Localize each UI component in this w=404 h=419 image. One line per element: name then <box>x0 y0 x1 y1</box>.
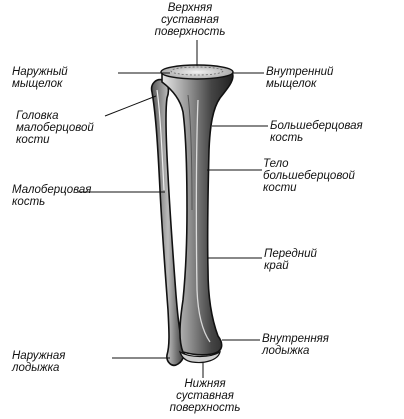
label-fibula: Малоберцовая кость <box>12 184 92 208</box>
label-fibula-head: Головка малоберцовой кости <box>16 110 94 146</box>
label-medial-condyle: Внутренний мыщелок <box>266 66 334 90</box>
lower-plateau <box>178 350 221 364</box>
label-anterior-edge: Передний край <box>264 248 317 272</box>
fibula-bone <box>150 78 186 367</box>
label-lateral-condyle: Наружный мыщелок <box>12 66 68 90</box>
label-lateral-malleolus: Наружная лодыжка <box>12 350 66 374</box>
label-tibia: Большеберцовая кость <box>270 120 363 144</box>
label-upper-articular-surface: Верхняя суставная поверхность <box>154 2 226 38</box>
leader-lines <box>78 40 268 378</box>
label-medial-malleolus: Внутренняя лодыжка <box>262 333 329 357</box>
tibia-bone <box>161 69 234 356</box>
label-lower-articular-surface: Нижняя суставная поверхность <box>169 378 241 414</box>
label-tibia-body: Тело большеберцовой кости <box>263 158 355 194</box>
